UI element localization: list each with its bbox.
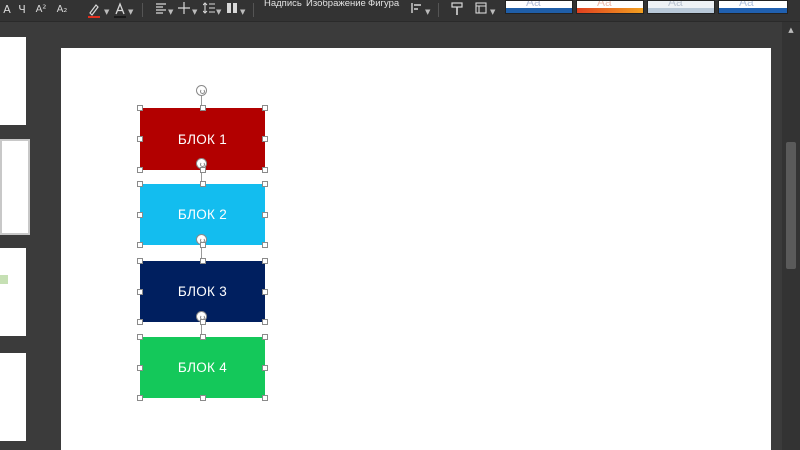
theme-color-band bbox=[577, 8, 643, 13]
chevron-down-icon[interactable]: ▼ bbox=[490, 8, 496, 16]
resize-handle[interactable] bbox=[137, 167, 143, 173]
theme-color-band bbox=[506, 8, 572, 13]
resize-handle[interactable] bbox=[262, 136, 268, 142]
toolbar: A Ч A² A₂ ▼ ▼ ▼ ▼ ▼ ▼ Надпись Изображени… bbox=[0, 0, 800, 22]
layout-icon[interactable] bbox=[474, 2, 488, 18]
align-icon[interactable] bbox=[154, 2, 168, 18]
resize-handle[interactable] bbox=[137, 211, 143, 218]
highlight-pen-icon[interactable] bbox=[86, 2, 102, 18]
resize-handle[interactable] bbox=[199, 258, 206, 264]
toolbar-divider bbox=[438, 3, 439, 17]
resize-handle[interactable] bbox=[262, 319, 268, 325]
resize-handle[interactable] bbox=[199, 334, 206, 340]
resize-handle[interactable] bbox=[137, 364, 143, 371]
underline-button[interactable]: Ч bbox=[18, 3, 26, 16]
resize-handle[interactable] bbox=[137, 105, 143, 111]
arrange-icon[interactable] bbox=[410, 2, 424, 18]
resize-handle[interactable] bbox=[262, 105, 268, 111]
block-shape-4[interactable]: БЛОК 4 bbox=[140, 337, 265, 398]
block-label-3: БЛОК 3 bbox=[177, 284, 228, 299]
slide-thumbnail-1[interactable] bbox=[0, 37, 26, 125]
resize-handle[interactable] bbox=[137, 181, 143, 187]
subscript-icon[interactable]: A₂ bbox=[56, 4, 68, 15]
connector-line bbox=[201, 170, 202, 184]
resize-handle[interactable] bbox=[199, 181, 206, 187]
connector-line bbox=[201, 245, 202, 261]
resize-handle[interactable] bbox=[137, 242, 143, 248]
theme-color-band bbox=[648, 8, 714, 13]
resize-handle[interactable] bbox=[262, 364, 268, 371]
block-label-1: БЛОК 1 bbox=[177, 131, 228, 147]
resize-handle[interactable] bbox=[262, 167, 268, 173]
chevron-down-icon[interactable]: ▼ bbox=[192, 8, 198, 16]
line-spacing-icon[interactable] bbox=[202, 2, 216, 18]
superscript-icon[interactable]: A² bbox=[35, 4, 47, 15]
resize-handle[interactable] bbox=[137, 395, 143, 401]
chevron-down-icon[interactable]: ▼ bbox=[216, 8, 222, 16]
columns-icon[interactable] bbox=[225, 2, 239, 18]
theme-thumbnail-4[interactable]: Aa bbox=[718, 0, 788, 14]
connector-line bbox=[201, 322, 202, 337]
toolbar-divider bbox=[253, 3, 254, 17]
resize-handle[interactable] bbox=[137, 334, 143, 340]
block-label-2: БЛОК 2 bbox=[177, 207, 228, 222]
resize-handle[interactable] bbox=[137, 258, 143, 264]
chevron-down-icon[interactable]: ▼ bbox=[128, 8, 134, 16]
resize-handle[interactable] bbox=[137, 288, 143, 295]
font-size-button[interactable]: A bbox=[3, 3, 11, 16]
resize-handle[interactable] bbox=[262, 181, 268, 187]
resize-handle[interactable] bbox=[199, 319, 206, 325]
scrollbar-thumb[interactable] bbox=[786, 142, 796, 269]
font-color-icon[interactable] bbox=[113, 2, 127, 18]
chevron-down-icon[interactable]: ▼ bbox=[168, 8, 174, 16]
rotate-handle-stem bbox=[201, 96, 202, 106]
resize-handle[interactable] bbox=[137, 136, 143, 142]
shape-button[interactable]: Фигура bbox=[368, 0, 400, 9]
resize-handle[interactable] bbox=[262, 258, 268, 264]
resize-handle[interactable] bbox=[262, 334, 268, 340]
slide-thumbnail-2[interactable] bbox=[0, 139, 30, 235]
resize-handle[interactable] bbox=[199, 242, 206, 248]
resize-handle[interactable] bbox=[262, 395, 268, 401]
rotate-handle[interactable] bbox=[196, 85, 207, 96]
resize-handle[interactable] bbox=[199, 395, 206, 401]
block-label-4: БЛОК 4 bbox=[177, 360, 228, 375]
resize-handle[interactable] bbox=[262, 211, 268, 218]
resize-handle[interactable] bbox=[199, 167, 206, 173]
slide-thumbnail-3[interactable] bbox=[0, 248, 26, 336]
scroll-up-arrow-icon[interactable]: ▲ bbox=[788, 26, 794, 34]
resize-handle[interactable] bbox=[137, 319, 143, 325]
chevron-down-icon[interactable]: ▼ bbox=[104, 8, 110, 16]
paint-format-icon[interactable] bbox=[450, 2, 464, 18]
toolbar-divider bbox=[142, 3, 143, 17]
chevron-down-icon[interactable]: ▼ bbox=[240, 8, 246, 16]
theme-thumbnail-3[interactable]: Aa bbox=[647, 0, 715, 14]
vertical-scrollbar[interactable]: ▲ bbox=[782, 22, 800, 450]
theme-color-band bbox=[719, 8, 787, 13]
spacing-icon[interactable] bbox=[177, 2, 191, 18]
slide-thumbnail-4[interactable] bbox=[0, 353, 26, 441]
theme-thumbnail-2[interactable]: Aa bbox=[576, 0, 644, 14]
chevron-down-icon[interactable]: ▼ bbox=[425, 8, 431, 16]
slide-thumbnail-mark bbox=[0, 275, 8, 284]
resize-handle[interactable] bbox=[262, 288, 268, 295]
image-button[interactable]: Изображение bbox=[306, 0, 366, 9]
slide-thumbnail-panel bbox=[0, 22, 42, 450]
text-box-button[interactable]: Надпись bbox=[264, 0, 302, 9]
theme-thumbnail-1[interactable]: Aa bbox=[505, 0, 573, 14]
resize-handle[interactable] bbox=[199, 105, 206, 111]
resize-handle[interactable] bbox=[262, 242, 268, 248]
